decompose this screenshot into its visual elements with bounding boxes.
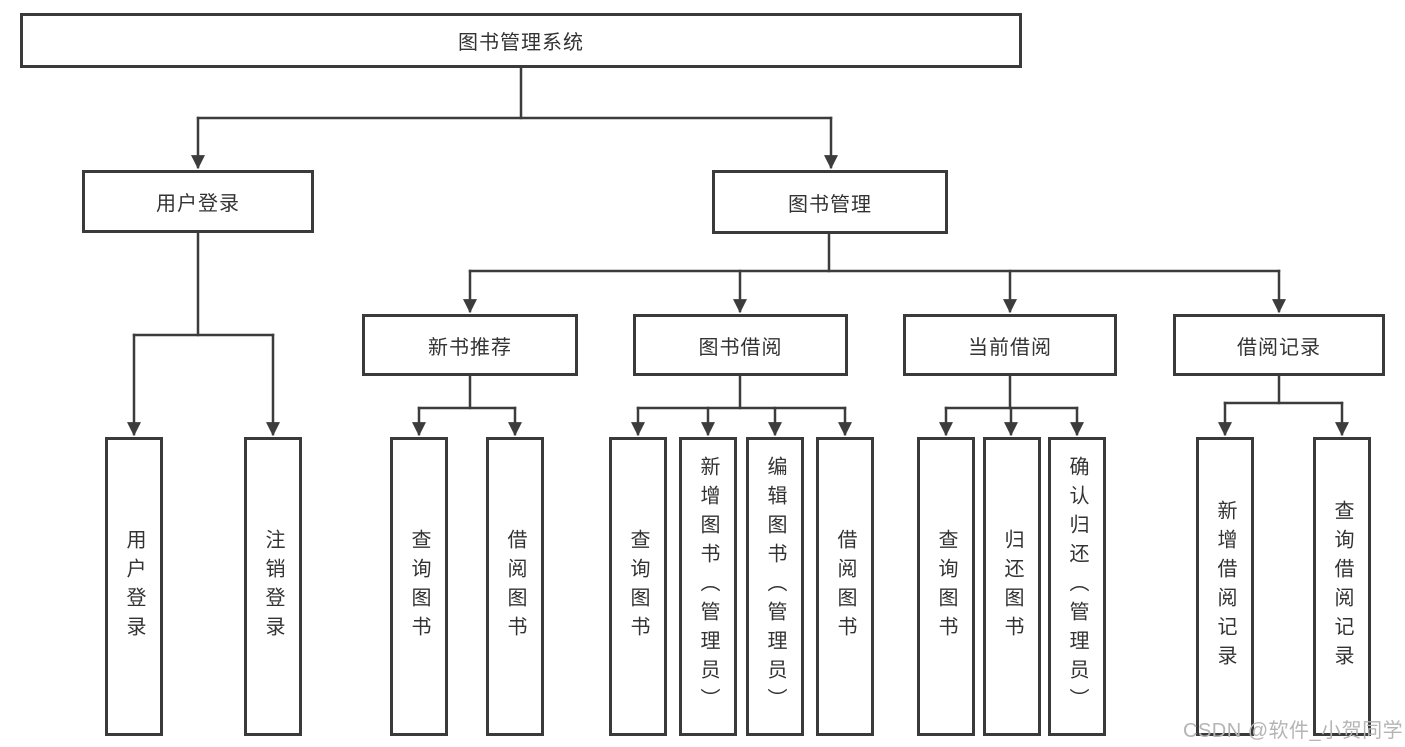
node-label: 当前借阅 <box>968 336 1052 359</box>
leaf-label: 借阅图书 <box>834 528 856 645</box>
leaf-label: 归还图书 <box>1001 528 1023 645</box>
leaf-add-borrow-record: 新增借阅记录 <box>1196 437 1254 736</box>
leaf-label: 新增图书（管理员） <box>697 456 719 717</box>
leaf-query-books-current: 查询图书 <box>917 437 975 736</box>
leaf-query-books-recommend: 查询图书 <box>390 437 448 736</box>
node-borrowing-records: 借阅记录 <box>1173 314 1385 376</box>
leaf-query-borrow-record: 查询借阅记录 <box>1313 437 1371 736</box>
csdn-watermark: CSDN @软件_小贺同学 <box>1183 720 1404 742</box>
node-label: 借阅记录 <box>1237 336 1321 359</box>
leaf-label: 借阅图书 <box>504 528 526 645</box>
leaf-borrow-books: 借阅图书 <box>816 437 874 736</box>
leaf-return-books: 归还图书 <box>983 437 1041 736</box>
leaf-user-login: 用户登录 <box>105 437 163 736</box>
leaf-label: 查询借阅记录 <box>1331 499 1353 674</box>
node-user-login-module: 用户登录 <box>82 170 314 233</box>
leaf-label: 查询图书 <box>935 528 957 645</box>
leaf-label: 编辑图书（管理员） <box>764 456 786 717</box>
leaf-label: 确认归还（管理员） <box>1066 456 1088 717</box>
node-book-borrowing: 图书借阅 <box>633 314 848 376</box>
node-new-book-recommend: 新书推荐 <box>362 314 578 376</box>
node-label: 新书推荐 <box>428 336 512 359</box>
leaf-logout: 注销登录 <box>244 437 302 736</box>
node-library-management-system: 图书管理系统 <box>20 13 1022 68</box>
leaf-confirm-return-admin: 确认归还（管理员） <box>1048 437 1106 736</box>
leaf-label: 用户登录 <box>123 528 145 645</box>
leaf-label: 查询图书 <box>627 528 649 645</box>
node-current-borrowing: 当前借阅 <box>903 314 1117 376</box>
node-label: 用户登录 <box>156 193 240 215</box>
leaf-query-books-borrowing: 查询图书 <box>609 437 667 736</box>
node-label: 图书管理系统 <box>458 32 584 54</box>
node-label: 图书借阅 <box>698 336 783 359</box>
leaf-label: 查询图书 <box>408 528 430 645</box>
leaf-label: 注销登录 <box>262 528 284 645</box>
leaf-label: 新增借阅记录 <box>1214 499 1236 674</box>
node-book-management-module: 图书管理 <box>712 170 948 234</box>
leaf-edit-books-admin: 编辑图书（管理员） <box>746 437 804 736</box>
leaf-add-books-admin: 新增图书（管理员） <box>679 437 737 736</box>
leaf-borrow-books-recommend: 借阅图书 <box>486 437 544 736</box>
node-label: 图书管理 <box>788 193 872 216</box>
